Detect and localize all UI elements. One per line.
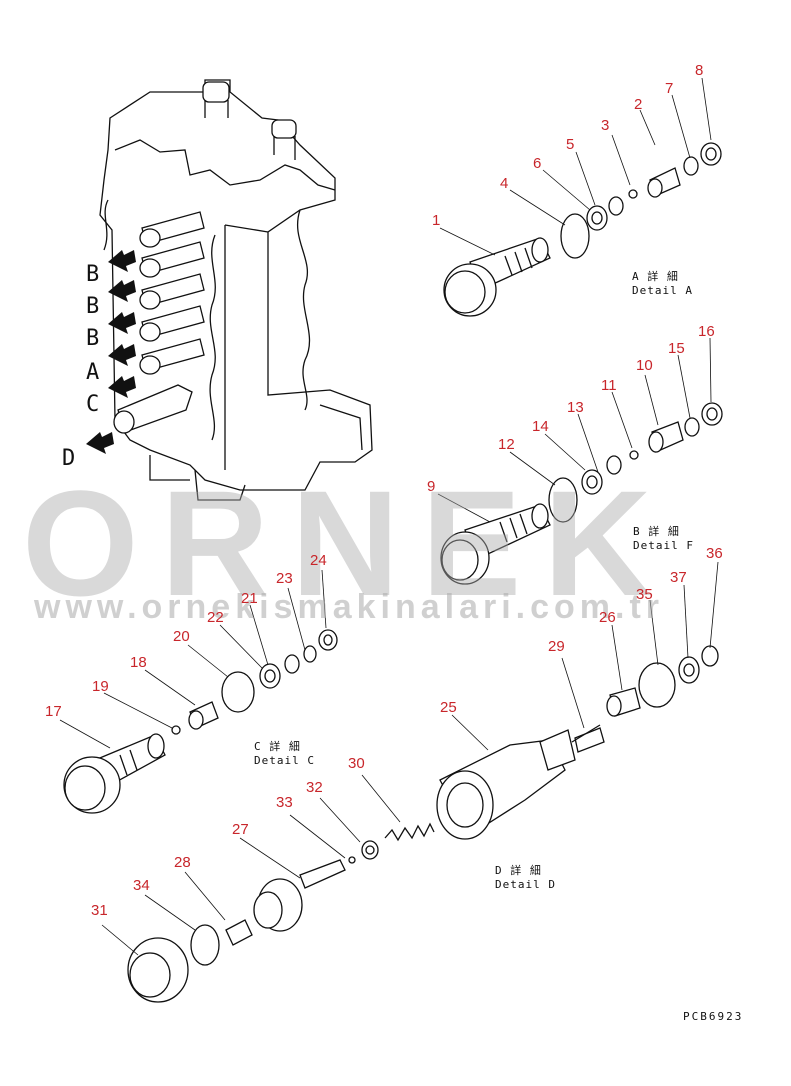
part-number: 35	[636, 586, 653, 603]
part-number: 29	[548, 638, 565, 655]
part-number: 33	[276, 794, 293, 811]
part-number: 25	[440, 699, 457, 716]
part-number: 18	[130, 654, 147, 671]
part-number: 30	[348, 755, 365, 772]
part-number: 37	[670, 569, 687, 586]
leader-lines	[59, 77, 719, 956]
part-number: 27	[232, 821, 249, 838]
part-number: 5	[566, 136, 575, 153]
part-number: 31	[91, 902, 108, 919]
part-number: 6	[533, 155, 542, 172]
watermark-brand: ORNEK	[22, 459, 674, 627]
detail-jp: B 詳 細	[633, 525, 680, 538]
part-number: 23	[276, 570, 293, 587]
part-number: 15	[668, 340, 685, 357]
part-number: 16	[698, 323, 715, 340]
port-letter: B	[86, 262, 100, 287]
part-number: 9	[427, 478, 436, 495]
detail-en: Detail A	[632, 284, 693, 297]
part-number: 21	[241, 590, 258, 607]
part-number: 19	[92, 678, 109, 695]
detail-jp: D 詳 細	[495, 864, 542, 877]
valve-body	[86, 79, 373, 501]
part-number: 3	[601, 117, 610, 134]
part-number: 26	[599, 609, 616, 626]
part-number: 7	[665, 80, 674, 97]
part-number: 12	[498, 436, 515, 453]
part-number: 32	[306, 779, 323, 796]
part-number: 28	[174, 854, 191, 871]
detail-en: Detail D	[495, 878, 556, 891]
port-arrows	[86, 250, 136, 454]
part-number: 34	[133, 877, 150, 894]
part-number: 14	[532, 418, 549, 435]
port-letter: D	[62, 446, 76, 471]
detail-a-parts	[443, 142, 722, 317]
detail-label-d: D 詳 細 Detail D	[495, 864, 556, 892]
part-number: 2	[634, 96, 643, 113]
detail-b-parts	[440, 402, 723, 585]
part-number: 1	[432, 212, 441, 229]
detail-en: Detail F	[633, 539, 694, 552]
part-number: 10	[636, 357, 653, 374]
drawing-code: PCB6923	[683, 1010, 744, 1023]
part-number: 24	[310, 552, 327, 569]
part-number: 13	[567, 399, 584, 416]
port-letter: B	[86, 294, 100, 319]
detail-label-b: B 詳 細 Detail F	[633, 525, 694, 553]
part-number: 17	[45, 703, 62, 720]
port-letter: B	[86, 326, 100, 351]
detail-jp: C 詳 細	[254, 740, 301, 753]
detail-d-parts	[127, 645, 719, 1003]
detail-c-parts	[63, 629, 338, 814]
detail-en: Detail C	[254, 754, 315, 767]
detail-jp: A 詳 細	[632, 270, 679, 283]
part-number: 20	[173, 628, 190, 645]
detail-label-c: C 詳 細 Detail C	[254, 740, 315, 768]
spool-ends	[113, 211, 205, 434]
part-number: 22	[207, 609, 224, 626]
detail-label-a: A 詳 細 Detail A	[632, 270, 693, 298]
part-number: 36	[706, 545, 723, 562]
port-letter: C	[86, 392, 100, 417]
watermark-url: www.ornekismakinalari.com.tr	[34, 588, 665, 626]
part-number: 4	[500, 175, 509, 192]
part-number: 8	[695, 62, 704, 79]
part-number: 11	[601, 377, 617, 394]
port-letter: A	[86, 360, 100, 385]
